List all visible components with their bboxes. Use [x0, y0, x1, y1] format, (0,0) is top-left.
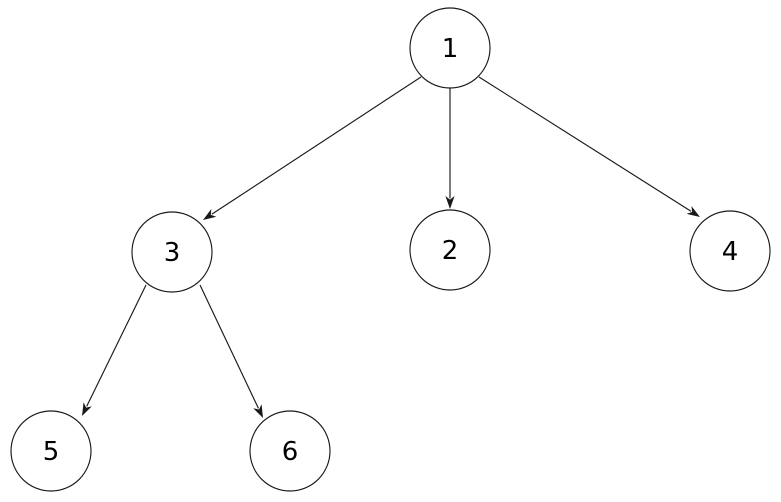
arrowhead-icon	[686, 206, 700, 217]
graph-edge-1-to-2	[445, 88, 455, 209]
node-circle[interactable]	[409, 7, 491, 89]
edge-line	[199, 284, 259, 409]
node-label: 2	[442, 236, 459, 266]
node-circle[interactable]	[131, 211, 213, 293]
node-circle[interactable]	[689, 210, 771, 292]
edge-line	[478, 76, 692, 212]
graph-node-5[interactable]: 5	[10, 410, 92, 492]
graph-edge-1-to-4	[478, 76, 700, 217]
node-label: 1	[442, 34, 459, 64]
edge-line	[86, 284, 147, 407]
graph-node-1[interactable]: 1	[409, 7, 491, 89]
arrowhead-icon	[203, 209, 217, 220]
graph-node-2[interactable]: 2	[409, 209, 491, 291]
graph-node-6[interactable]: 6	[249, 410, 331, 492]
node-label: 5	[43, 437, 60, 467]
node-circle[interactable]	[10, 410, 92, 492]
arrowhead-icon	[445, 196, 455, 209]
graph-edge-3-to-6	[199, 284, 263, 418]
edge-layer	[82, 76, 700, 418]
node-label: 4	[722, 237, 739, 267]
node-label: 6	[282, 437, 299, 467]
graph-node-3[interactable]: 3	[131, 211, 213, 293]
node-circle[interactable]	[249, 410, 331, 492]
node-layer: 1 2 3 4 5 6	[10, 7, 771, 492]
graph-node-4[interactable]: 4	[689, 210, 771, 292]
node-circle[interactable]	[409, 209, 491, 291]
edge-line	[211, 76, 422, 215]
arrowhead-icon	[82, 402, 92, 416]
graph-edge-3-to-5	[82, 284, 147, 416]
arrowhead-icon	[253, 404, 263, 418]
node-label: 3	[164, 238, 181, 268]
graph-edge-1-to-3	[203, 76, 422, 220]
